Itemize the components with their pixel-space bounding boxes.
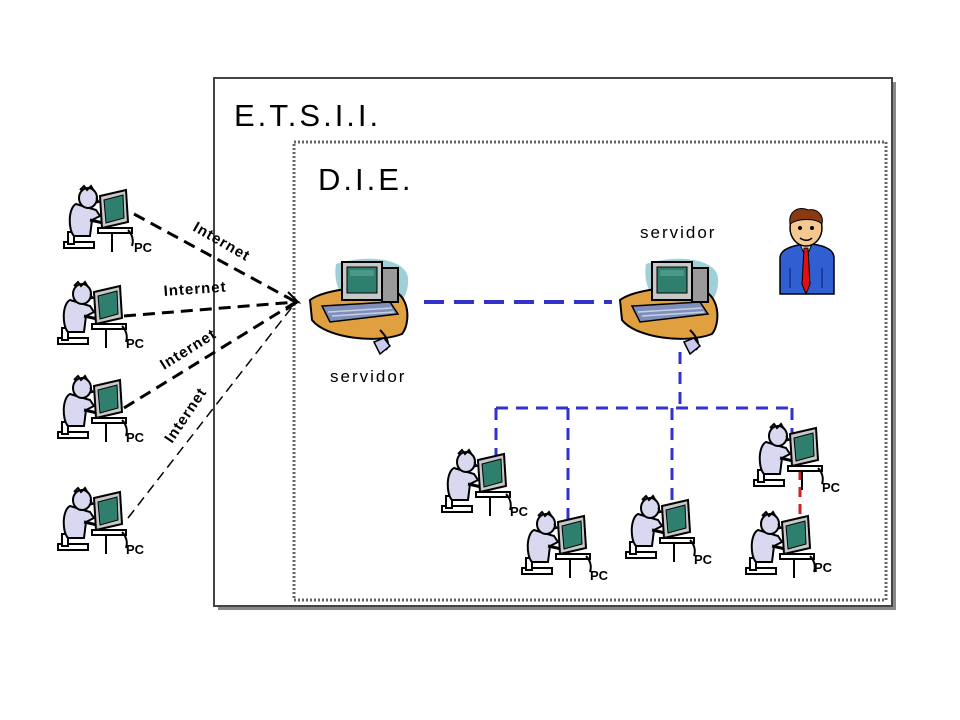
internal-pc-3: PC xyxy=(624,494,713,567)
gateway-server: servidor xyxy=(309,257,410,386)
internet-link-4 xyxy=(127,301,297,519)
pc-user-icon xyxy=(62,184,135,254)
external-pc-2: PC xyxy=(56,280,145,351)
internet-label-2: Internet xyxy=(163,279,227,300)
server-label: servidor xyxy=(330,367,406,386)
pc-user-icon xyxy=(56,280,129,350)
pc-label: PC xyxy=(134,240,153,255)
internal-pc-2: PC xyxy=(520,510,609,583)
pc-label: PC xyxy=(126,430,145,445)
lan-links xyxy=(424,300,794,524)
pc-label: PC xyxy=(126,542,145,557)
pc-label: PC xyxy=(510,504,529,519)
internet-link-3 xyxy=(123,300,297,410)
pc-user-icon xyxy=(56,374,129,444)
external-pc-3: PC xyxy=(56,374,145,445)
department-server: servidor xyxy=(619,223,720,355)
external-pc-4: PC xyxy=(56,486,145,557)
internet-label-4: Internet xyxy=(161,384,210,446)
pc-label: PC xyxy=(814,560,833,575)
internet-links xyxy=(123,212,302,519)
internal-pc-1: PC xyxy=(440,448,529,519)
admin-person-icon xyxy=(779,208,835,296)
internet-link-1 xyxy=(133,212,297,304)
server-label: servidor xyxy=(640,223,716,242)
pc-label: PC xyxy=(694,552,713,567)
pc-label: PC xyxy=(822,480,841,495)
internet-label-3: Internet xyxy=(157,326,219,374)
pc-label: PC xyxy=(126,336,145,351)
internal-pc-5: PC xyxy=(744,510,833,580)
internet-arrowhead xyxy=(283,291,302,311)
pc-user-icon xyxy=(56,486,129,556)
internet-link-2 xyxy=(123,300,297,318)
die-label: D.I.E. xyxy=(318,162,414,197)
etsii-label: E.T.S.I.I. xyxy=(234,98,381,133)
external-pc-1: PC xyxy=(62,184,153,255)
internal-pc-4: PC xyxy=(752,422,841,495)
pc-label: PC xyxy=(590,568,609,583)
